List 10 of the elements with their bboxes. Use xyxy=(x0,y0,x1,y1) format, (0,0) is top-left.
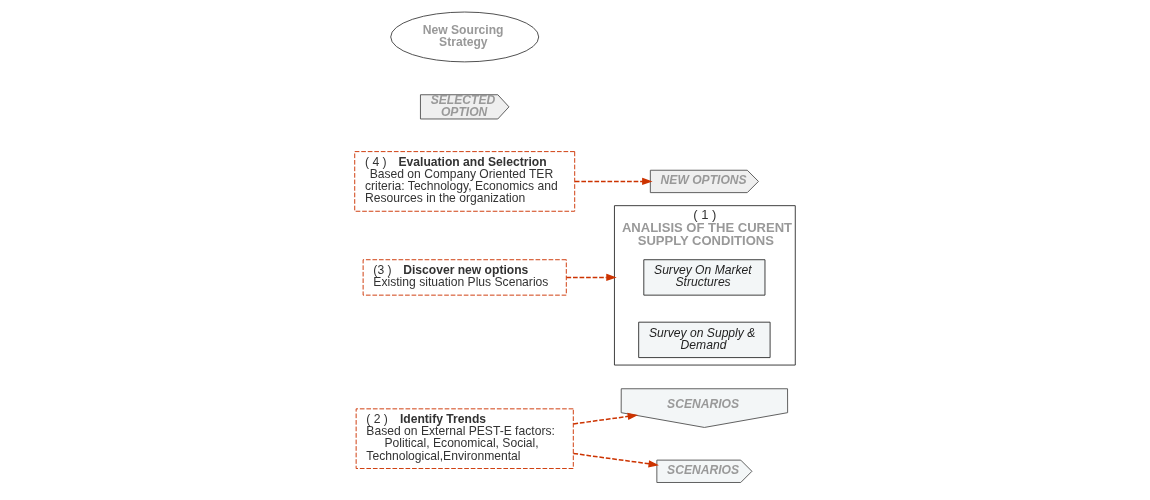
arrow xyxy=(572,452,659,468)
node-box: ( 2 ) Identify Trends Based on External PEST-E factors: Political, Economical, Social, Technological,Environmental xyxy=(355,408,574,469)
node-box: (3 ) Discover new options Existing situation Plus Scenarios xyxy=(362,259,567,296)
node-box: Survey on Supply & Demand xyxy=(638,321,771,359)
arrow xyxy=(565,273,617,282)
node-ellipse: New Sourcing Strategy xyxy=(390,11,540,63)
node-box: Survey On Market Structures xyxy=(643,259,766,296)
arrow xyxy=(574,177,653,186)
node-box: ( 4 ) Evaluation and Selectrion Based on Company Oriented TER criteria: Technology, Economics and Resources in the organization xyxy=(354,151,576,212)
arrow xyxy=(572,412,639,425)
